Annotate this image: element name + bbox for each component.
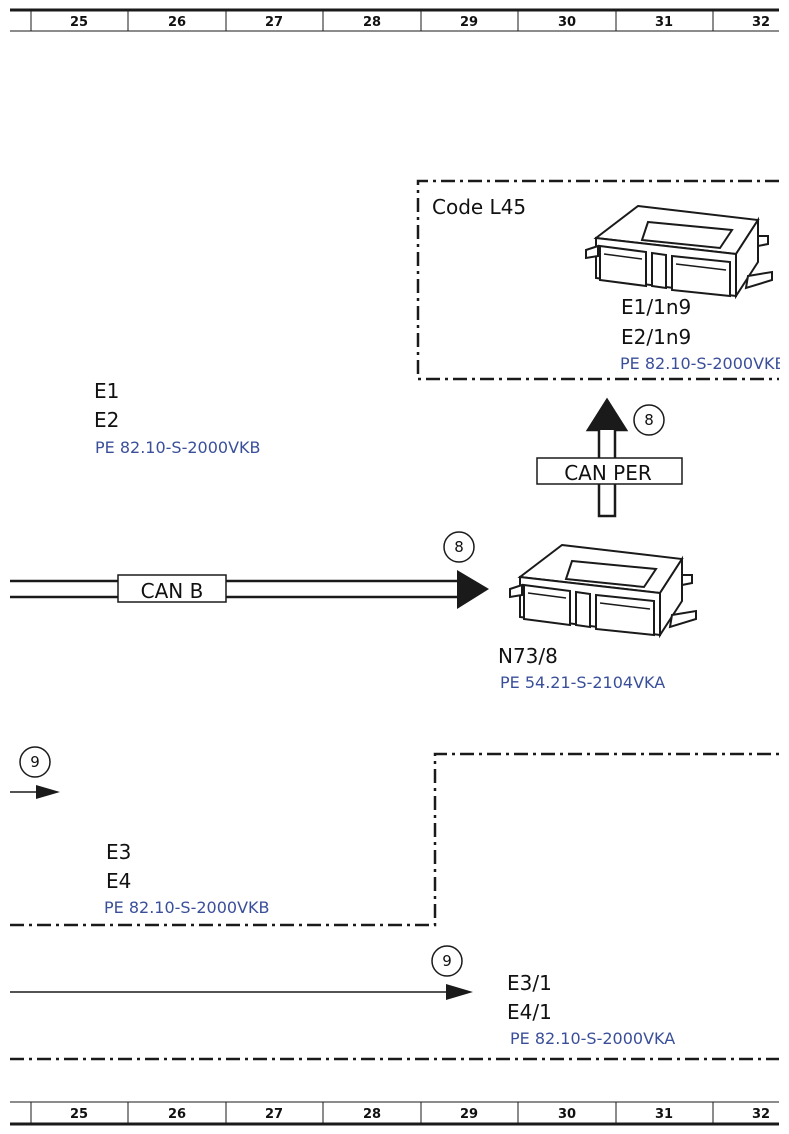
grid-col-25: 25	[70, 15, 88, 30]
code-box-label-e1: E1/1n9	[621, 295, 691, 319]
can-per-label: CAN PER	[564, 461, 652, 485]
grid-col-32: 32	[752, 15, 770, 30]
can-b-arrowhead	[457, 570, 489, 609]
label-e3: E3	[106, 840, 131, 864]
code-box-reference: PE 82.10-S-2000VKB	[620, 354, 785, 373]
grid-col-25-bottom: 25	[70, 1107, 88, 1122]
can-b-bus: CAN B 8	[10, 531, 489, 609]
code-l45-box: Code L45 E1/1n9 E2/1n9 PE 82.10-S-2000VK…	[416, 179, 785, 381]
label-e3-1: E3/1	[507, 971, 552, 995]
e3-e4-marker: 9	[30, 753, 40, 771]
label-e1: E1	[94, 379, 119, 403]
grid-col-27: 27	[265, 15, 283, 30]
reference-e3-1: PE 82.10-S-2000VKA	[510, 1029, 675, 1048]
group-e3-e4: 9 E3 E4 PE 82.10-S-2000VKB	[10, 746, 779, 927]
grid-col-28-bottom: 28	[363, 1107, 381, 1122]
can-per-marker-circle	[633, 404, 665, 436]
grid-col-26: 26	[168, 15, 186, 30]
grid-col-32-bottom: 32	[752, 1107, 770, 1122]
e3-e4-arrowhead	[36, 785, 60, 799]
e3-1-marker: 9	[442, 952, 452, 970]
ecu-module-e1-1n9-icon	[585, 205, 773, 297]
grid-col-29: 29	[460, 15, 478, 30]
top-grid-bar: 25 26 27 28 29 30 31 32	[10, 8, 779, 32]
group-e1-e2: E1 E2 PE 82.10-S-2000VKB	[94, 379, 260, 457]
grid-col-30: 30	[558, 15, 576, 30]
grid-col-28: 28	[363, 15, 381, 30]
reference-e3-e4: PE 82.10-S-2000VKB	[104, 898, 269, 917]
group-e3-1-e4-1: 9 E3/1 E4/1 PE 82.10-S-2000VKA	[10, 945, 779, 1061]
can-b-marker-circle	[443, 531, 475, 563]
can-per-bus: CAN PER 8	[536, 397, 683, 518]
bottom-grid-bar: 25 26 27 28 29 30 31 32	[10, 1101, 779, 1126]
can-b-label-box	[117, 574, 227, 603]
label-e2: E2	[94, 408, 119, 432]
grid-col-26-bottom: 26	[168, 1107, 186, 1122]
can-per-arrowhead	[588, 400, 626, 430]
can-per-label-box	[536, 457, 683, 485]
code-box-label-e2: E2/1n9	[621, 325, 691, 349]
grid-col-27-bottom: 27	[265, 1107, 283, 1122]
module-n73-8: N73/8 PE 54.21-S-2104VKA	[498, 544, 697, 692]
module-n73-label: N73/8	[498, 644, 558, 668]
can-b-label: CAN B	[141, 579, 204, 603]
can-per-marker: 8	[644, 411, 654, 429]
grid-col-31: 31	[655, 15, 673, 30]
grid-col-30-bottom: 30	[558, 1107, 576, 1122]
grid-col-31-bottom: 31	[655, 1107, 673, 1122]
label-e4-1: E4/1	[507, 1000, 552, 1024]
reference-e1-e2: PE 82.10-S-2000VKB	[95, 438, 260, 457]
e3-e4-marker-circle	[19, 746, 51, 778]
ecu-module-n73-8-icon	[509, 544, 697, 636]
grid-col-29-bottom: 29	[460, 1107, 478, 1122]
label-e4: E4	[106, 869, 131, 893]
module-n73-reference: PE 54.21-S-2104VKA	[500, 673, 665, 692]
e3-1-marker-circle	[431, 945, 463, 977]
e3-1-arrowhead	[446, 984, 473, 1000]
can-b-marker: 8	[454, 538, 464, 556]
code-box-title: Code L45	[432, 195, 526, 219]
